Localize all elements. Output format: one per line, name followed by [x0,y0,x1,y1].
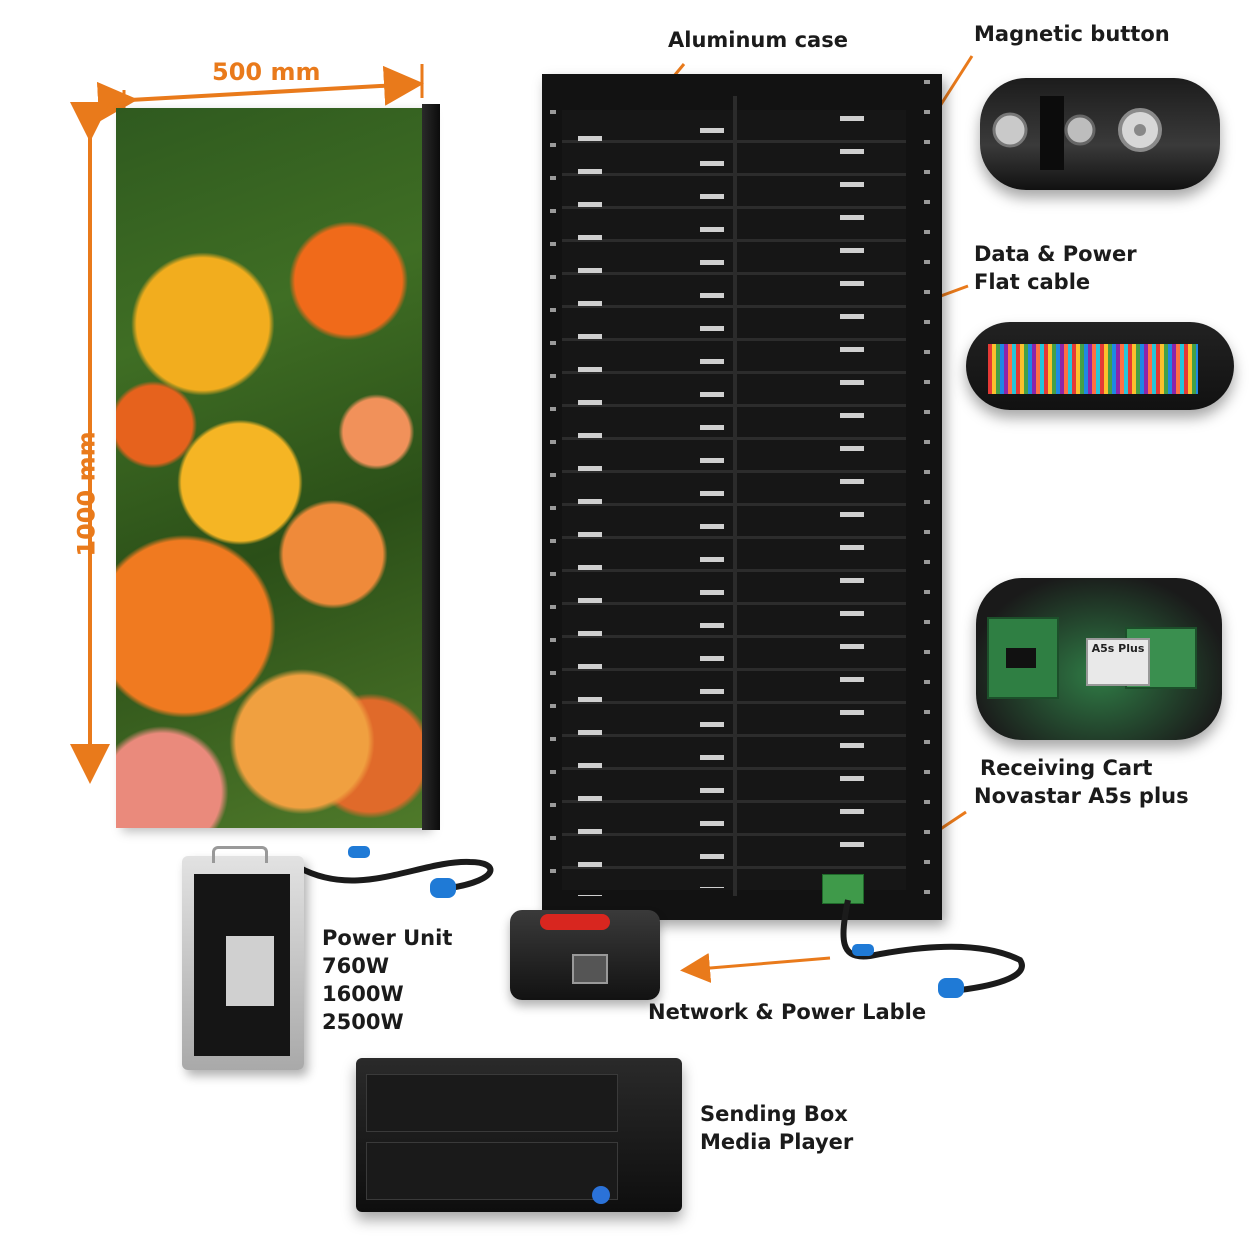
receiving-line: Receiving Cart [980,756,1153,780]
data-power-line: Data & Power [974,242,1137,266]
sending-box-label: Sending Box Media Player [700,1100,853,1156]
width-arrow [96,65,424,122]
sending-box-line: Sending Box [700,1102,848,1126]
power-unit-case [182,846,304,1070]
leader-magnetic [938,55,974,107]
left-rail [550,110,556,880]
power-unit-label: Power Unit 760W 1600W 2500W [322,924,452,1036]
magnetic-button-inset [980,78,1220,190]
connector-column [840,116,864,876]
network-connector-head [852,944,874,956]
led-panel-front-image [116,108,426,828]
power-connector-head [348,846,370,858]
sending-box-rack-top [366,1074,618,1132]
data-power-label: Data & Power Flat cable [974,240,1137,296]
a5s-plus-card: A5s Plus [1086,638,1150,686]
power-unit-handle [212,846,268,863]
power-2500-line: 2500W [322,1010,404,1034]
flat-cable-line: Flat cable [974,270,1091,294]
aluminum-case-label: Aluminum case [668,28,848,52]
magnetic-button-photo [992,96,1162,170]
ethernet-port [572,954,608,984]
sending-box-knob [592,1186,610,1204]
panel-center-divider [733,96,737,896]
network-power-box [510,910,660,1000]
network-power-label: Network & Power Lable [648,1000,927,1024]
rainbow-flat-cable [988,344,1198,394]
receiving-card-inset: A5s Plus [976,578,1222,740]
power-760-line: 760W [322,954,389,978]
receiving-cable [840,899,1025,993]
network-connector-plug [938,978,964,998]
leader-network [680,953,831,983]
network-box-red-stripe [540,914,610,930]
receiving-card-label: Receiving Cart Novastar A5s plus [974,754,1189,810]
media-player-line: Media Player [700,1130,854,1154]
power-connector-plug [430,878,456,898]
novastar-line: Novastar A5s plus [974,784,1189,808]
width-label: 500 mm [212,58,321,86]
sending-box-media-player [356,1058,682,1212]
right-rail [924,80,930,900]
flat-cable-inset [966,322,1234,410]
media-player-rack-bottom [366,1142,618,1200]
led-panel-side-edge [422,104,440,830]
power-1600-line: 1600W [322,982,404,1006]
power-unit-line: Power Unit [322,926,453,950]
connector-column [578,136,602,896]
power-unit-cable [298,858,494,891]
connector-column [700,128,724,888]
power-unit-plate [226,936,274,1006]
magnetic-button-label: Magnetic button [974,22,1170,46]
receiving-card-board [822,874,864,904]
